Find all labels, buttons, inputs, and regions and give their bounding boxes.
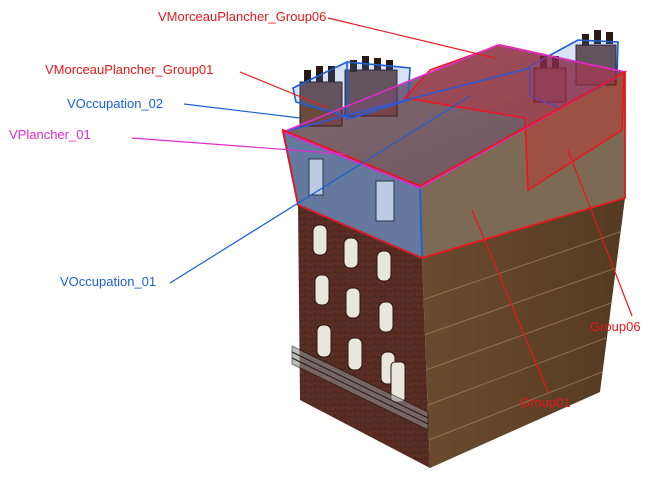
label-group01: Group01 (520, 395, 571, 410)
top-storey-side (420, 72, 625, 258)
leader-occupation-01 (169, 95, 471, 284)
label-morceau-group06: VMorceauPlancher_Group06 (158, 9, 327, 24)
leader-occupation-02 (183, 103, 301, 119)
vmorceau-group01-outline (281, 70, 626, 259)
label-plancher-01: VPlancher_01 (9, 127, 91, 142)
leader-morceau-group01 (239, 71, 329, 109)
label-group06: Group06 (590, 319, 641, 334)
chimneys (299, 30, 617, 127)
side-wall-courses (421, 231, 621, 441)
leader-group01 (471, 209, 549, 393)
leader-lines (131, 17, 633, 393)
top-storey-windows (308, 158, 395, 222)
leader-morceau-group06 (327, 17, 496, 59)
leader-group06 (567, 149, 633, 317)
label-morceau-group01: VMorceauPlancher_Group01 (45, 62, 214, 77)
facade-windows (312, 224, 406, 403)
voccupation-01-top-edge (282, 67, 531, 133)
leader-plancher-01 (131, 137, 346, 155)
label-occupation-02: VOccupation_02 (67, 96, 164, 111)
label-occupation-01: VOccupation_01 (60, 274, 157, 289)
balcony-railing (291, 345, 429, 431)
